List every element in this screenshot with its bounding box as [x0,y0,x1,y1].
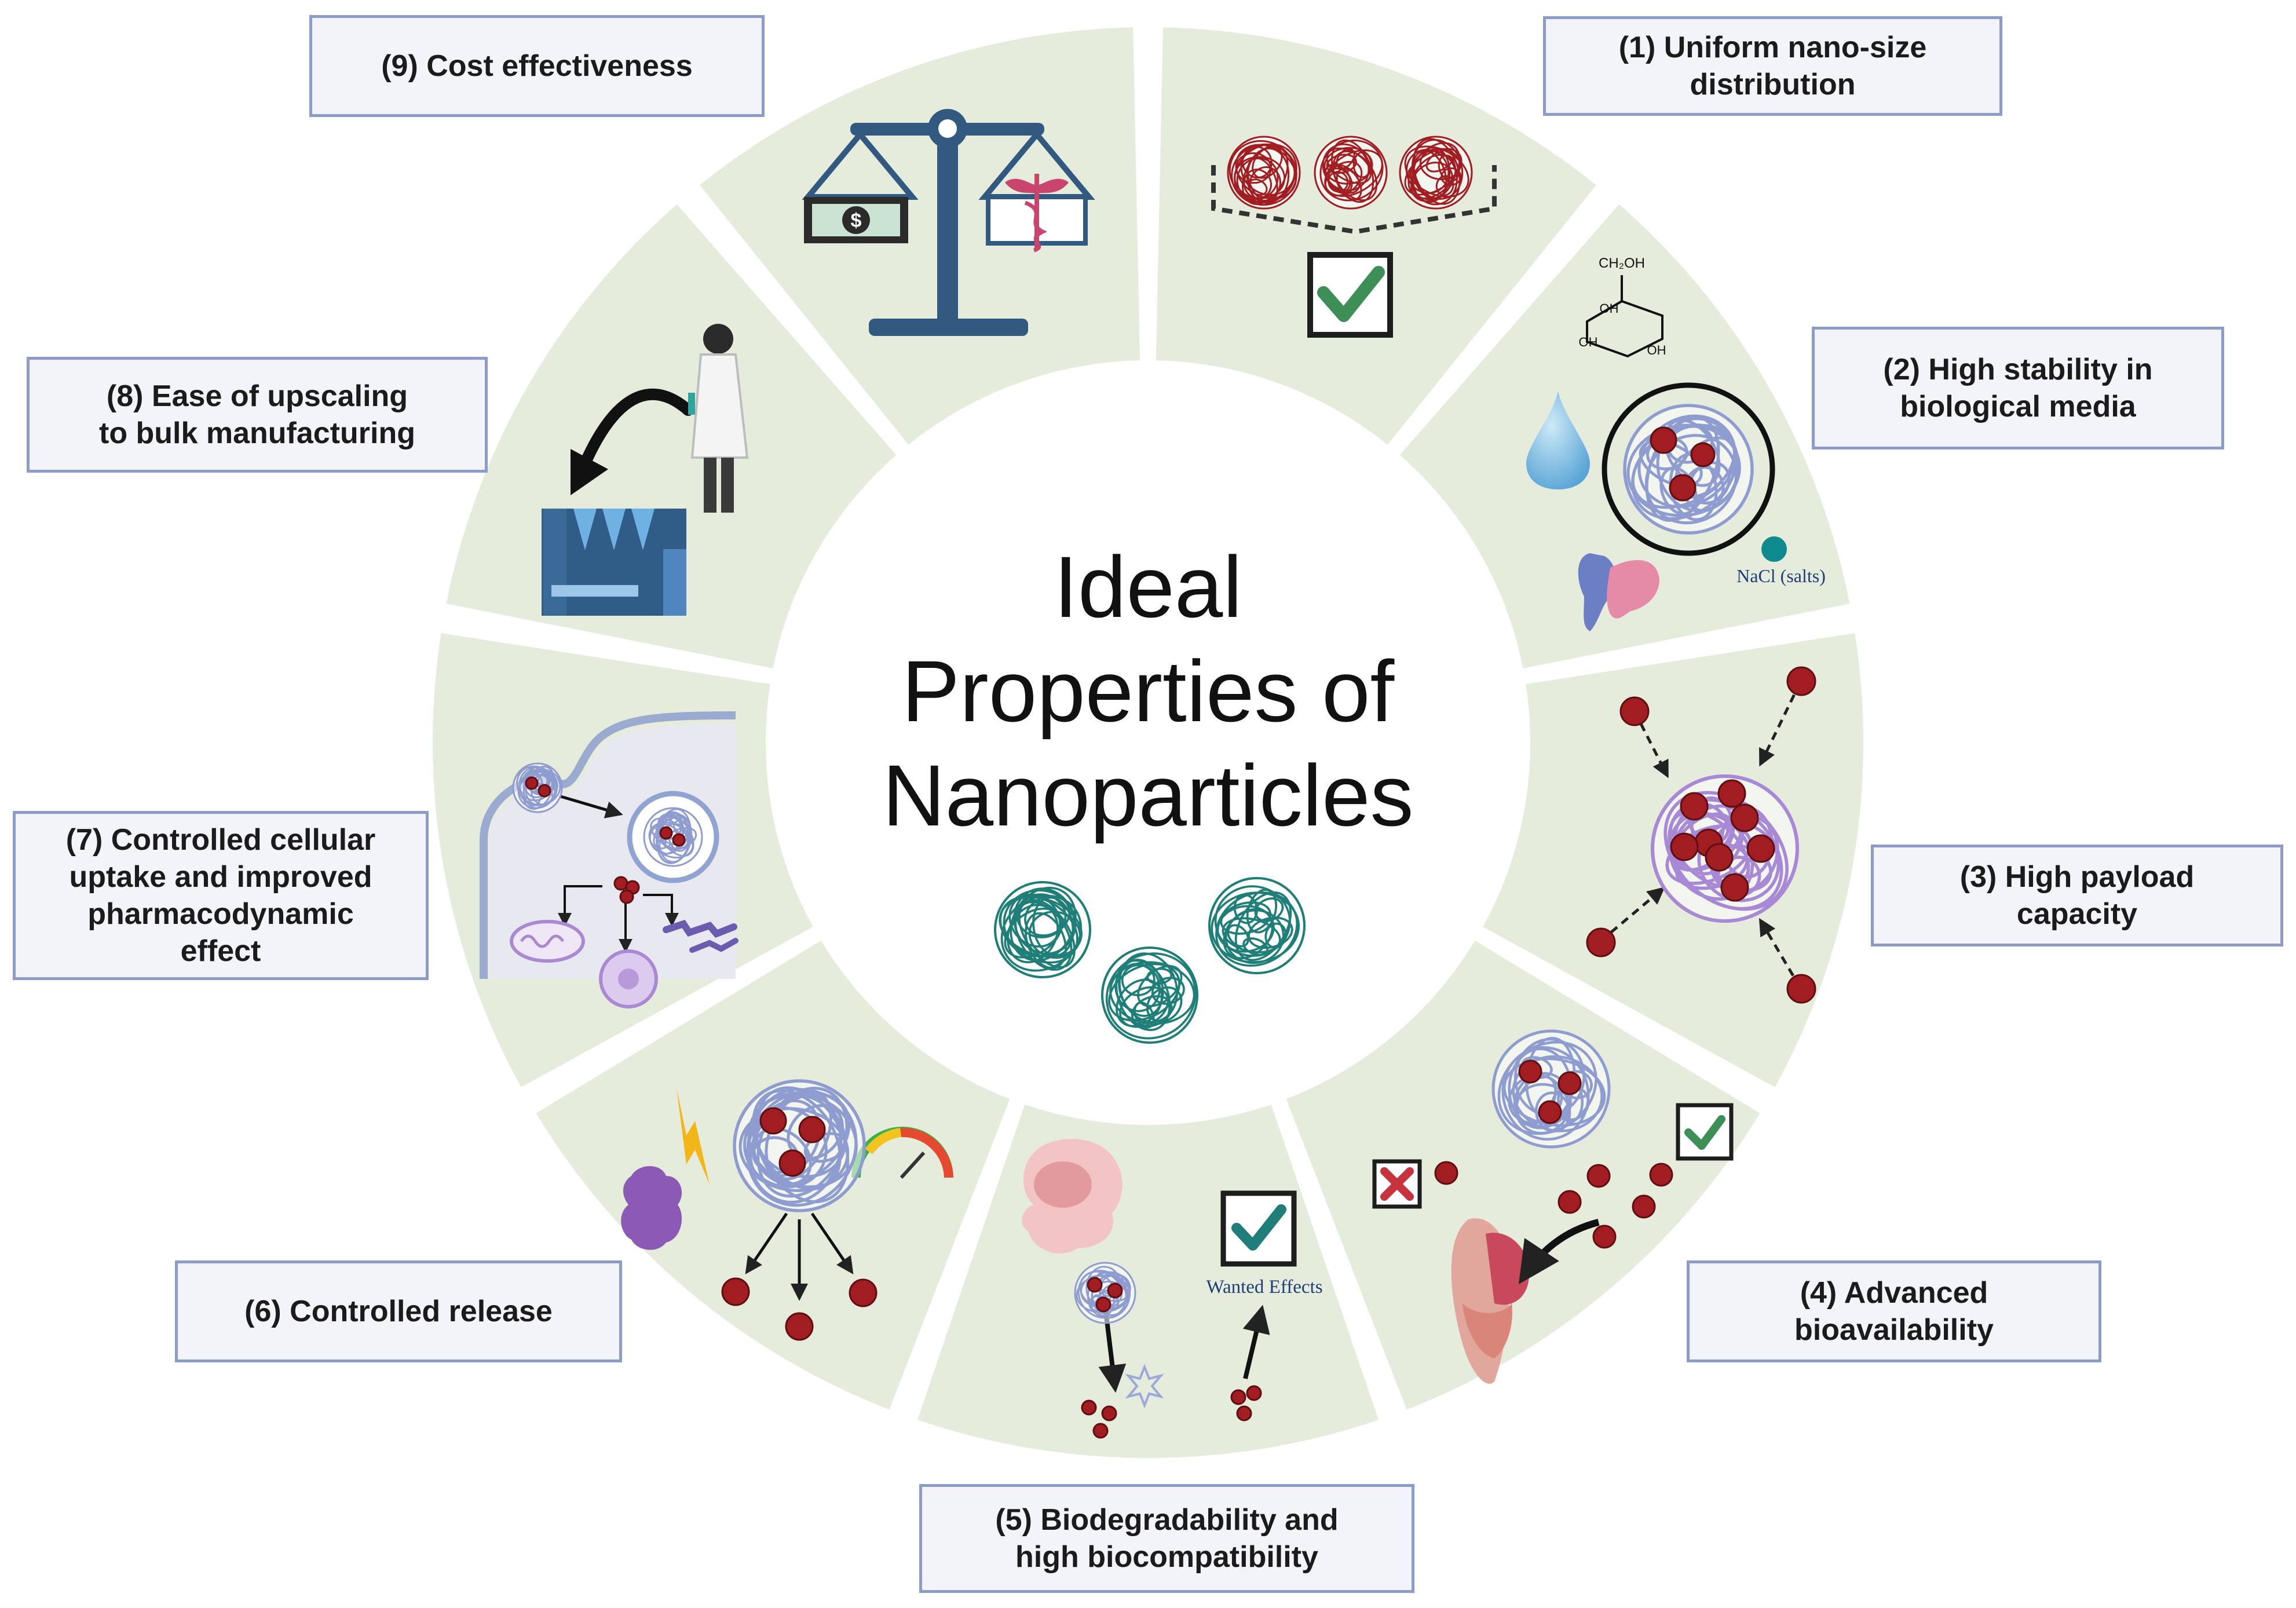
loaded-nanoparticle [1491,1029,1611,1149]
property-label-text: (2) High stability in biological media [1883,353,2153,423]
property-label-bioavailability: (4) Advanced bioavailability [1687,1260,2101,1362]
payload-drug-dot [1669,474,1697,502]
teal-nanoparticle [1208,876,1306,975]
effect-drug-dot [1246,1385,1262,1401]
property-label-text: (5) Biodegradability and high biocompati… [995,1503,1339,1574]
property-label-controlled-release: (6) Controlled release [175,1260,622,1362]
center-title-line-1: Ideal [1054,538,1242,635]
factory-scientist-icon [542,324,749,616]
payload-drug-dot [1558,1071,1582,1095]
incoming-drug-dot [1586,927,1616,958]
released-drug-dot [849,1278,878,1307]
payload-drug-dot [525,776,539,790]
payload-drug-dot [1730,803,1759,832]
nacl-salts-label: NaCl (salts) [1736,565,1826,586]
payload-drug-dot [659,826,673,840]
payload-drug-dot [1518,1059,1542,1084]
property-label-cost-effectiveness: (9) Cost effectiveness [309,15,765,117]
degraded-drug-dot [1101,1405,1117,1421]
incoming-drug-dot [1786,974,1816,1004]
wanted-effects-label: Wanted Effects [1206,1277,1322,1298]
property-label-cellular-uptake: (7) Controlled cellular uptake and impro… [13,811,429,980]
property-label-text: (3) High payload capacity [1959,860,2195,931]
incoming-drug-dot [1619,696,1650,726]
cytosol-drug-dot [619,889,634,904]
payload-drug-dot [538,784,551,798]
property-label-text: (7) Controlled cellular uptake and impro… [65,823,376,968]
released-drug-dot [1649,1163,1673,1187]
controlled-release-icon [621,1079,953,1341]
payload-drug-dot [1087,1277,1103,1293]
red-nanoparticle [1314,136,1388,210]
payload-drug-dot [1107,1282,1123,1299]
center-title-line-3: Nanoparticles [882,747,1413,844]
effect-drug-dot [1230,1389,1246,1405]
property-label-biodegradability: (5) Biodegradability and high biocompati… [919,1484,1414,1593]
endosome-nanoparticle [643,807,703,867]
cellular-uptake-icon [480,711,738,1008]
payload-icon [1586,666,1816,1004]
released-drug-dot [785,1312,814,1341]
center-nanoparticles-icon [993,876,1306,1044]
red-nanoparticle [1399,136,1473,210]
sugar-oh-label-1: OH [1600,301,1619,316]
payload-drug-dot [778,1149,806,1177]
property-label-text: (1) Uniform nano-size distribution [1618,31,1927,101]
payload-drug-dot [798,1116,826,1143]
payload-drug-dot [1670,832,1699,861]
released-drug-dot [1632,1194,1656,1219]
sugar-formula-label: CH₂OH [1599,255,1645,271]
released-drug-dot [1434,1161,1458,1185]
property-label-stability: (2) High stability in biological media [1812,327,2224,449]
svg-text:$: $ [851,210,862,232]
degraded-drug-dot [1081,1399,1097,1416]
property-label-text: (9) Cost effectiveness [381,49,693,83]
center-title-line-2: Properties of [902,642,1395,740]
property-label-uniform-size: (1) Uniform nano-size distribution [1543,16,2002,116]
released-drug-dot [1592,1225,1617,1249]
sugar-oh-label-3: OH [1647,343,1666,357]
payload-drug-dot [1720,873,1749,902]
property-label-text: (8) Ease of upscaling to bulk manufactur… [99,379,415,450]
biodegradability-icon: Wanted Effects [1022,1139,1323,1439]
property-label-upscaling: (8) Ease of upscaling to bulk manufactur… [27,357,488,473]
payload-drug-dot [1690,442,1716,467]
balance-scale-icon: $ [802,109,1095,336]
incoming-drug-dot [1786,666,1816,696]
stability-icon: CH₂OH OH OH OH NaCl (salts) [1526,255,1826,631]
property-label-text: (6) Controlled release [244,1295,553,1328]
red-nanoparticle [1227,136,1301,210]
payload-drug-dot [1746,834,1775,863]
uniform-size-icon [1211,136,1497,338]
payload-drug-dot [1538,1100,1562,1124]
teal-nanoparticle [993,880,1092,979]
effect-drug-dot [1236,1405,1252,1421]
released-drug-dot [1558,1190,1582,1214]
teal-nanoparticle [1101,946,1199,1044]
released-drug-dot [721,1277,750,1306]
degrading-nanoparticle [1074,1262,1136,1324]
payload-drug-dot [672,833,686,847]
property-label-text: (4) Advanced bioavailability [1794,1276,1994,1347]
sugar-oh-label-2: OH [1579,335,1598,349]
payload-drug-dot [1717,779,1746,808]
released-drug-dot [1586,1164,1611,1188]
payload-drug-dot [1705,843,1734,872]
bioavailability-icon [1372,1029,1734,1384]
payload-drug-dot [1680,792,1709,821]
property-label-payload: (3) High payload capacity [1871,845,2283,946]
center-disc [766,360,1530,1125]
payload-drug-dot [1095,1296,1112,1313]
degraded-drug-dot [1092,1423,1109,1439]
payload-drug-dot [1650,426,1677,454]
payload-drug-dot [759,1107,787,1135]
